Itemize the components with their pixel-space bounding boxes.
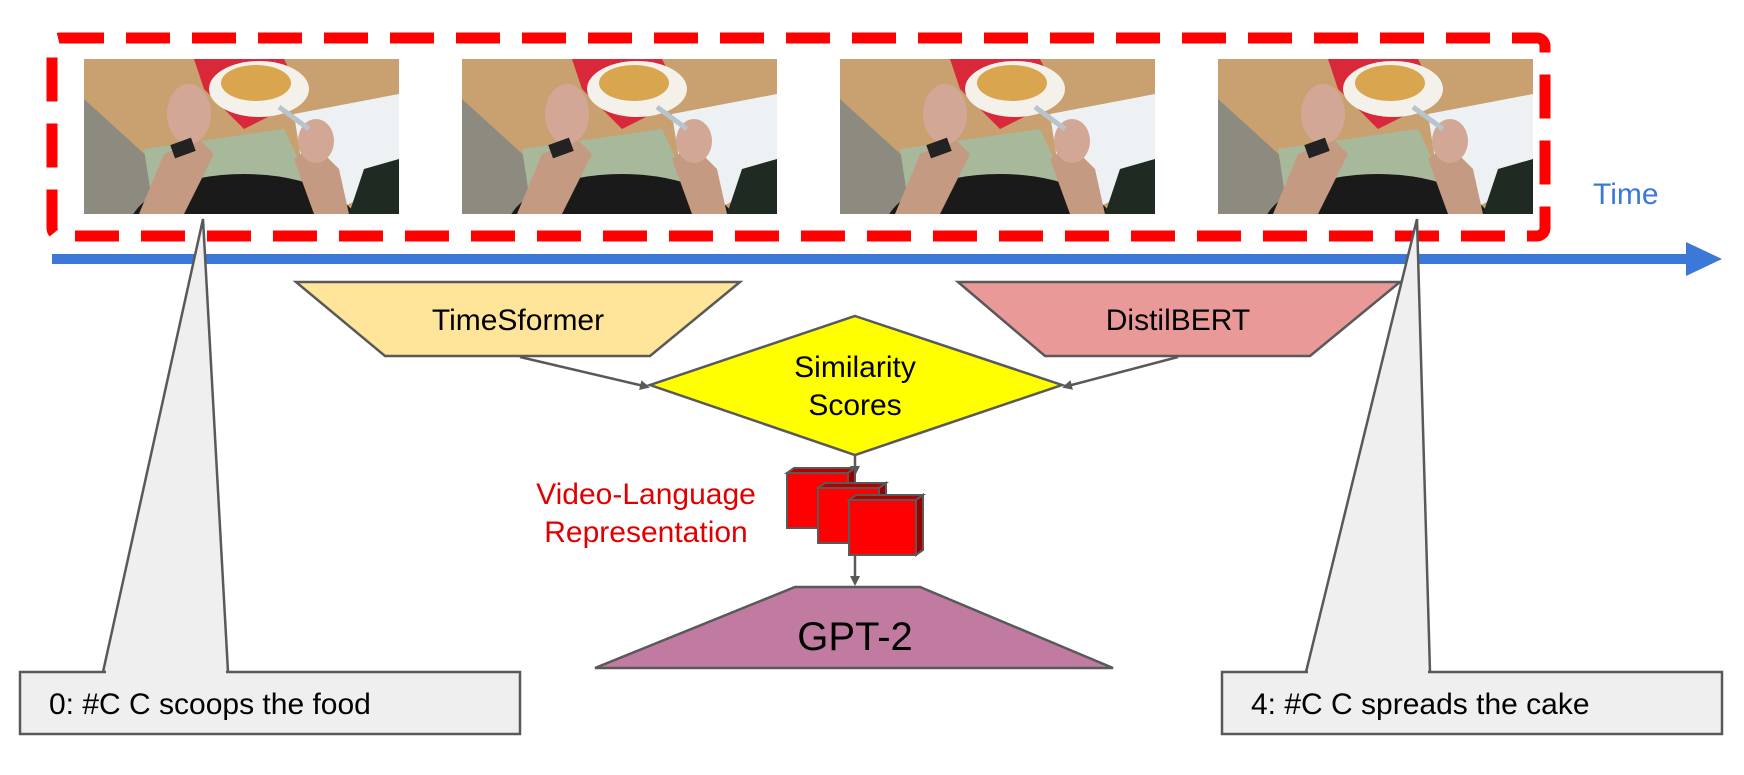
similarity-label-line1: Similarity bbox=[794, 351, 916, 384]
caption-callout-right bbox=[1220, 218, 1724, 736]
caption-left: 0: #C C scoops the food bbox=[49, 688, 371, 721]
gpt2-label: GPT-2 bbox=[797, 615, 913, 659]
caption-callout-left bbox=[18, 218, 522, 736]
video-frame-3 bbox=[840, 59, 1155, 284]
video-frame-4 bbox=[1218, 59, 1533, 284]
arrow-distilbert-to-similarity bbox=[1062, 355, 1179, 390]
similarity-scores-diamond bbox=[646, 314, 1066, 457]
time-label: Time bbox=[1593, 178, 1659, 211]
video-frame-2 bbox=[462, 59, 777, 284]
video-language-label-line2: Representation bbox=[544, 516, 747, 549]
distilbert-block bbox=[954, 280, 1404, 358]
timesformer-block bbox=[292, 280, 744, 358]
representation-cubes-icon bbox=[783, 466, 927, 557]
video-language-label-line1: Video-Language bbox=[536, 478, 756, 511]
arrow-timesformer-to-similarity bbox=[519, 355, 650, 391]
timesformer-label: TimeSformer bbox=[432, 304, 604, 337]
time-axis-arrow bbox=[52, 242, 1722, 276]
caption-right: 4: #C C spreads the cake bbox=[1251, 688, 1590, 721]
frames-dashed-box bbox=[46, 32, 1551, 242]
distilbert-label: DistilBERT bbox=[1106, 304, 1250, 337]
similarity-label-line2: Scores bbox=[808, 389, 901, 422]
gpt2-block bbox=[594, 585, 1114, 670]
video-frame-1 bbox=[84, 59, 399, 284]
